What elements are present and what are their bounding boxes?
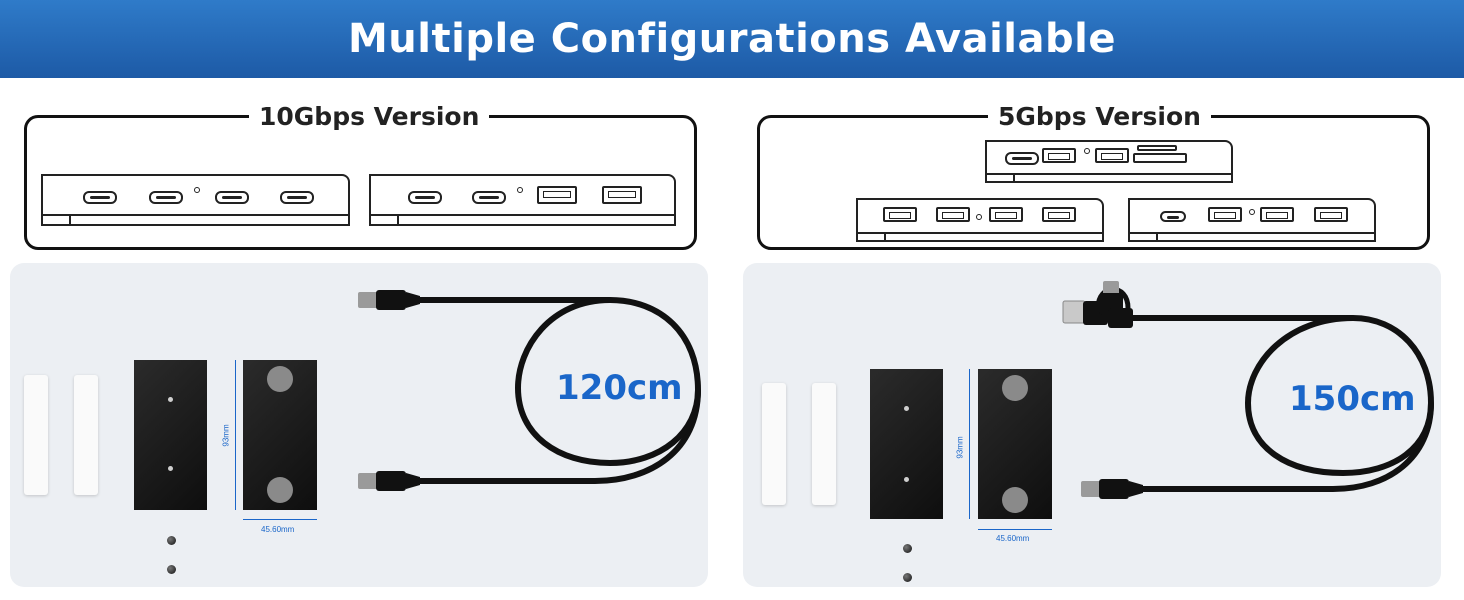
usb-a-port-icon (1208, 207, 1242, 222)
width-dimension: 45.60mm (261, 525, 295, 534)
sd-slot-icon (1137, 145, 1177, 151)
hub-4a (856, 198, 1104, 242)
usb-a-port-icon (1042, 207, 1076, 222)
header-banner: Multiple Configurations Available (0, 0, 1464, 78)
usb-c-port-icon (472, 191, 506, 204)
adhesive-pad (74, 375, 98, 495)
usb-c-port-icon (280, 191, 314, 204)
adhesive-pad (24, 375, 48, 495)
version-label: 5Gbps Version (988, 102, 1211, 131)
usb-c-port-icon (1160, 211, 1186, 222)
led-icon (194, 187, 200, 193)
usb-c-cable (358, 290, 702, 491)
usb-a-port-icon (1314, 207, 1348, 222)
dimension-line-vertical (969, 369, 970, 519)
hub-card-reader (985, 140, 1233, 183)
mount-plate-front (870, 369, 943, 519)
usb-c-port-icon (149, 191, 183, 204)
dimension-line-horizontal (978, 529, 1052, 530)
usb-a-port-icon (602, 186, 642, 204)
accessory-panel-5gbps: 93mm 45.60mm 150cm (743, 263, 1441, 587)
tf-slot-icon (1133, 153, 1187, 163)
usb-a-port-icon (989, 207, 1023, 222)
usb-c-port-icon (215, 191, 249, 204)
usb-a-port-icon (537, 186, 577, 204)
dimension-line-horizontal (243, 519, 317, 520)
usb-a-port-icon (1095, 148, 1129, 163)
usb-a-port-icon (883, 207, 917, 222)
page-title: Multiple Configurations Available (348, 16, 1116, 62)
cable-length-label: 120cm (556, 368, 683, 408)
usb-c-to-a-cable (1062, 281, 1435, 499)
usb-a-port-icon (1260, 207, 1294, 222)
accessory-panel-10gbps: 93mm 45.60mm 120cm (10, 263, 708, 587)
adhesive-pad (812, 383, 836, 505)
dimension-line-vertical (235, 360, 236, 510)
adhesive-pad (762, 383, 786, 505)
usb-c-port-icon (83, 191, 117, 204)
usb-c-port-icon (1005, 152, 1039, 165)
version-box-10gbps: 10Gbps Version (24, 102, 697, 250)
led-icon (976, 214, 982, 220)
screw-icon (167, 565, 176, 574)
cable-length-label: 150cm (1289, 379, 1416, 419)
hub-1c3a (1128, 198, 1376, 242)
mount-plate-front (134, 360, 207, 510)
led-icon (1084, 148, 1090, 154)
hub-4c (41, 174, 350, 226)
led-icon (1249, 209, 1255, 215)
version-box-5gbps: 5Gbps Version (757, 102, 1430, 250)
usb-c-port-icon (408, 191, 442, 204)
led-icon (517, 187, 523, 193)
usb-a-port-icon (1042, 148, 1076, 163)
screw-icon (903, 573, 912, 582)
screw-icon (167, 536, 176, 545)
width-dimension: 45.60mm (996, 534, 1030, 543)
mount-plate-back (243, 360, 317, 510)
version-label: 10Gbps Version (249, 102, 490, 131)
screw-icon (903, 544, 912, 553)
mount-plate-back (978, 369, 1052, 519)
hub-2c2a (369, 174, 676, 226)
usb-a-port-icon (936, 207, 970, 222)
